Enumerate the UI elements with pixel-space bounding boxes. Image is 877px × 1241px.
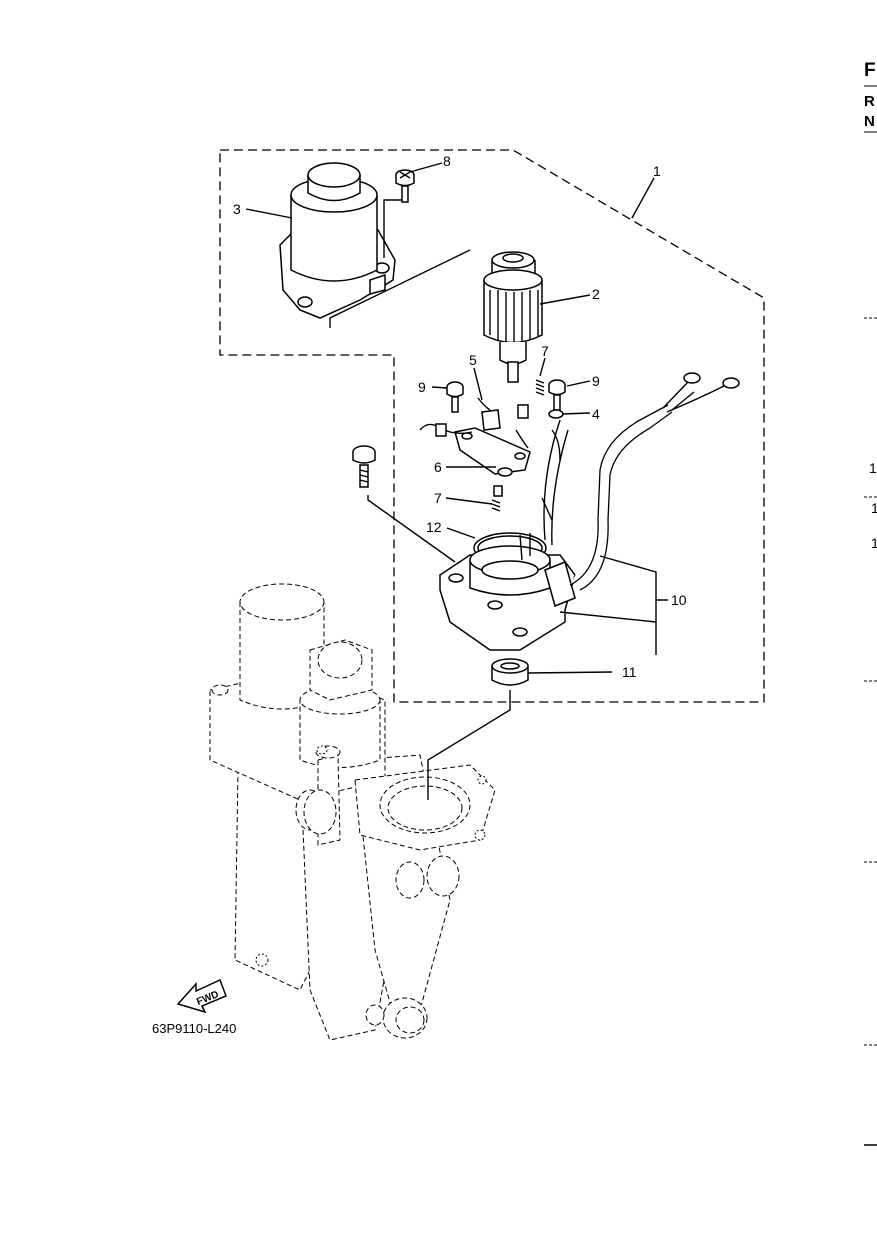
callout-3: 3	[233, 201, 241, 217]
callout-9-left: 9	[418, 379, 426, 395]
part-9-screw-left	[446, 381, 464, 413]
callout-11: 11	[622, 664, 637, 680]
part-7-spring-upper	[535, 379, 545, 396]
callout-10: 10	[671, 592, 687, 608]
part-2-armature	[483, 251, 543, 383]
callout-6: 6	[434, 459, 442, 475]
part-9-screw-right	[548, 379, 566, 411]
callout-1: 1	[653, 163, 661, 179]
callout-7-upper: 7	[541, 343, 549, 359]
part-4-washer	[548, 409, 564, 419]
power-cable	[569, 372, 740, 591]
long-screw	[352, 445, 376, 488]
edge-row-r: R	[864, 93, 875, 110]
figure-code: 63P9110-L240	[152, 1021, 236, 1036]
part-11-grommet	[491, 658, 529, 686]
edge-num-a: 1	[869, 460, 877, 476]
edge-row-n: N	[864, 113, 875, 130]
part-6-brush-plate	[419, 423, 561, 477]
leader-lines	[245, 162, 668, 800]
edge-num-b: 1	[871, 500, 877, 516]
callout-4: 4	[592, 406, 600, 422]
callout-8: 8	[443, 153, 451, 169]
callout-9-right: 9	[592, 373, 600, 389]
part-10-motor-base	[439, 419, 576, 651]
part-7-spring-lower	[491, 485, 503, 512]
edge-heading-f: F	[864, 60, 876, 81]
callout-7-lower: 7	[434, 490, 442, 506]
assembly-boundary	[219, 149, 765, 703]
mount-bracket-ghost	[209, 583, 496, 1041]
callout-2: 2	[592, 286, 600, 302]
part-3-motor-housing	[279, 162, 396, 319]
part-8-screw	[395, 169, 415, 203]
callout-12: 12	[426, 519, 442, 535]
fwd-arrow-icon: FWD	[176, 978, 227, 1014]
part-5-brush-holder	[477, 397, 529, 431]
edge-num-c: 1	[871, 535, 877, 551]
callout-5: 5	[469, 352, 477, 368]
